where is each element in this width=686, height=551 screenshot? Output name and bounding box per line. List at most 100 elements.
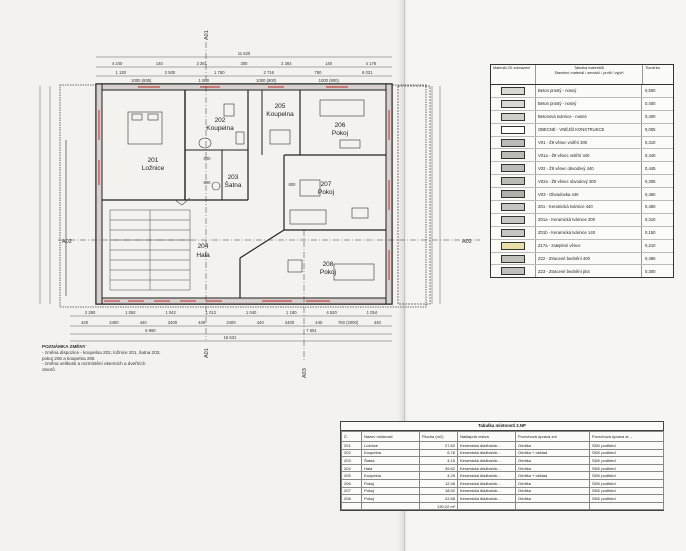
- table-cell: Omítka: [515, 456, 590, 465]
- legend-material-name: V02 - Ž8 věnec obvodový 440: [538, 165, 594, 171]
- table-cell: 4,25: [419, 471, 458, 480]
- legend-swatch: [491, 226, 536, 239]
- table-cell: SDK podhled: [589, 463, 664, 473]
- legend-title: Tabulka materiálů: [574, 66, 604, 70]
- legend-thickness: 0,210: [641, 239, 673, 252]
- legend-thickness: 0,310: [641, 213, 673, 226]
- material-pattern-icon: [501, 254, 525, 263]
- dimension-label: 300: [241, 61, 249, 66]
- table-cell: Hala: [361, 463, 420, 473]
- schedule-header-row: Č. Název místnosti Plocha (m2) Nášlapná …: [341, 431, 664, 442]
- material-pattern-icon: [501, 138, 525, 147]
- legend-material-name: Z01a - Keramická tvárnice 300: [538, 217, 596, 223]
- dimension-label: 1 000: [199, 78, 210, 83]
- legend-material-name: Beton prostý - nosný: [538, 101, 577, 107]
- table-cell: 4,16: [419, 456, 458, 465]
- legend-col-material: Tabulka materiálů Stavební materiál / se…: [536, 65, 642, 84]
- legend-header: Materiál 2D zobrazení Tabulka materiálů …: [491, 65, 673, 85]
- room-schedule: Tabulka místností 2.NP Č. Název místnost…: [340, 421, 664, 512]
- dimension-label: 15 631: [224, 335, 237, 340]
- table-cell: Koupelna: [361, 471, 420, 480]
- legend-swatch: [491, 110, 536, 123]
- furniture: [127, 99, 375, 281]
- legend-swatch: [491, 188, 536, 201]
- material-pattern-icon: [501, 202, 525, 211]
- room-206-name: Pokoj: [332, 130, 348, 137]
- dimension-label: 1 012: [206, 310, 217, 315]
- table-cell: Keramická dlažba/ob...: [457, 471, 516, 480]
- section-lines: [58, 42, 480, 360]
- dimension-label: 2 290: [85, 310, 96, 315]
- legend-swatch: [491, 162, 536, 175]
- dimension-label: 2400: [168, 320, 178, 325]
- dimension-label: 2 384: [281, 61, 292, 66]
- dimension-label: 2 716: [263, 70, 274, 75]
- room-202-name: Koupelna: [206, 125, 234, 132]
- legend-swatch: [491, 175, 536, 188]
- header-cell: Č.: [341, 431, 362, 442]
- legend-thickness: 0,485: [641, 252, 673, 265]
- section-mark-a01-bottom: A01: [204, 348, 210, 358]
- table-cell: Keramická dlažba/ob...: [457, 486, 516, 496]
- dimension-label: 11 620: [238, 51, 251, 56]
- section-mark-a03: A03: [302, 368, 308, 378]
- material-pattern-icon: [501, 112, 525, 121]
- legend-thickness: 0,150: [641, 226, 673, 239]
- table-cell: Koupelna: [361, 448, 420, 458]
- legend-swatch: [491, 201, 536, 213]
- dimension-label: 1 040: [246, 310, 257, 315]
- dimension-label: 1000 (935): [131, 78, 152, 83]
- dimension-label: 1 750: [214, 70, 225, 75]
- table-cell: 6,78: [419, 448, 458, 458]
- material-pattern-icon: [501, 215, 525, 224]
- legend-material-name: V02a - Ž8 věnec obvodový 300: [538, 178, 596, 184]
- legend-row: Z01a - Keramická tvárnice 300 0,310: [491, 213, 673, 227]
- dimension-label: 6 960: [145, 328, 156, 333]
- table-cell: Šatna: [361, 456, 420, 465]
- dimension-label: 440: [257, 320, 265, 325]
- legend-thickness: 0,305: [641, 175, 673, 188]
- legend-row: V02a - Ž8 věnec obvodový 300 0,305: [491, 175, 673, 189]
- room-208-number: 208: [323, 261, 334, 268]
- room-201-number: 201: [148, 157, 159, 164]
- material-pattern-icon: [501, 177, 525, 186]
- note-line: otvorů: [42, 367, 55, 373]
- dimension-label: 4 240: [112, 61, 123, 66]
- table-cell: Omítka: [515, 441, 590, 450]
- legend-swatch: [491, 213, 536, 226]
- room-205-name: Koupelna: [266, 111, 294, 118]
- legend-thickness: 0,300: [641, 265, 673, 278]
- room-203-number: 203: [228, 174, 239, 181]
- dimension-label: 3 261: [196, 61, 207, 66]
- table-cell: Keramická dlažba/ob...: [457, 478, 516, 488]
- material-pattern-icon: [501, 241, 525, 250]
- dimension-label: 2400: [109, 320, 119, 325]
- legend-material-name: Betonová tvárnice - nosné: [538, 114, 587, 120]
- header-cell: Povrchová úprava zdí: [515, 431, 590, 442]
- table-cell: 12,46: [419, 478, 458, 488]
- table-cell: 207: [341, 486, 362, 496]
- room-206-number: 206: [335, 122, 346, 129]
- legend-thickness: 0,005: [641, 123, 673, 136]
- note-line: - změna dispozice - koupelna 202, ložnic…: [42, 349, 161, 355]
- dimension-label: 440: [198, 320, 206, 325]
- change-note: POZNÁMKA ZMĚNY - změna dispozice - koupe…: [42, 344, 262, 373]
- table-cell: SDK podhled: [589, 478, 664, 488]
- dimension-label: 2 500: [165, 70, 176, 75]
- table-cell: 204: [341, 463, 362, 473]
- table-cell: 208: [341, 494, 362, 503]
- door-width-label: 800: [204, 180, 212, 185]
- dimension-label: 440: [140, 320, 148, 325]
- material-pattern-icon: [501, 164, 525, 173]
- room-207-name: Pokoj: [318, 189, 334, 196]
- legend-thickness: 0,400: [641, 110, 673, 123]
- dimension-label: 140: [156, 61, 164, 66]
- note-line: pokoj 206 a koupelna 205: [42, 355, 95, 361]
- material-pattern-icon: [501, 99, 525, 108]
